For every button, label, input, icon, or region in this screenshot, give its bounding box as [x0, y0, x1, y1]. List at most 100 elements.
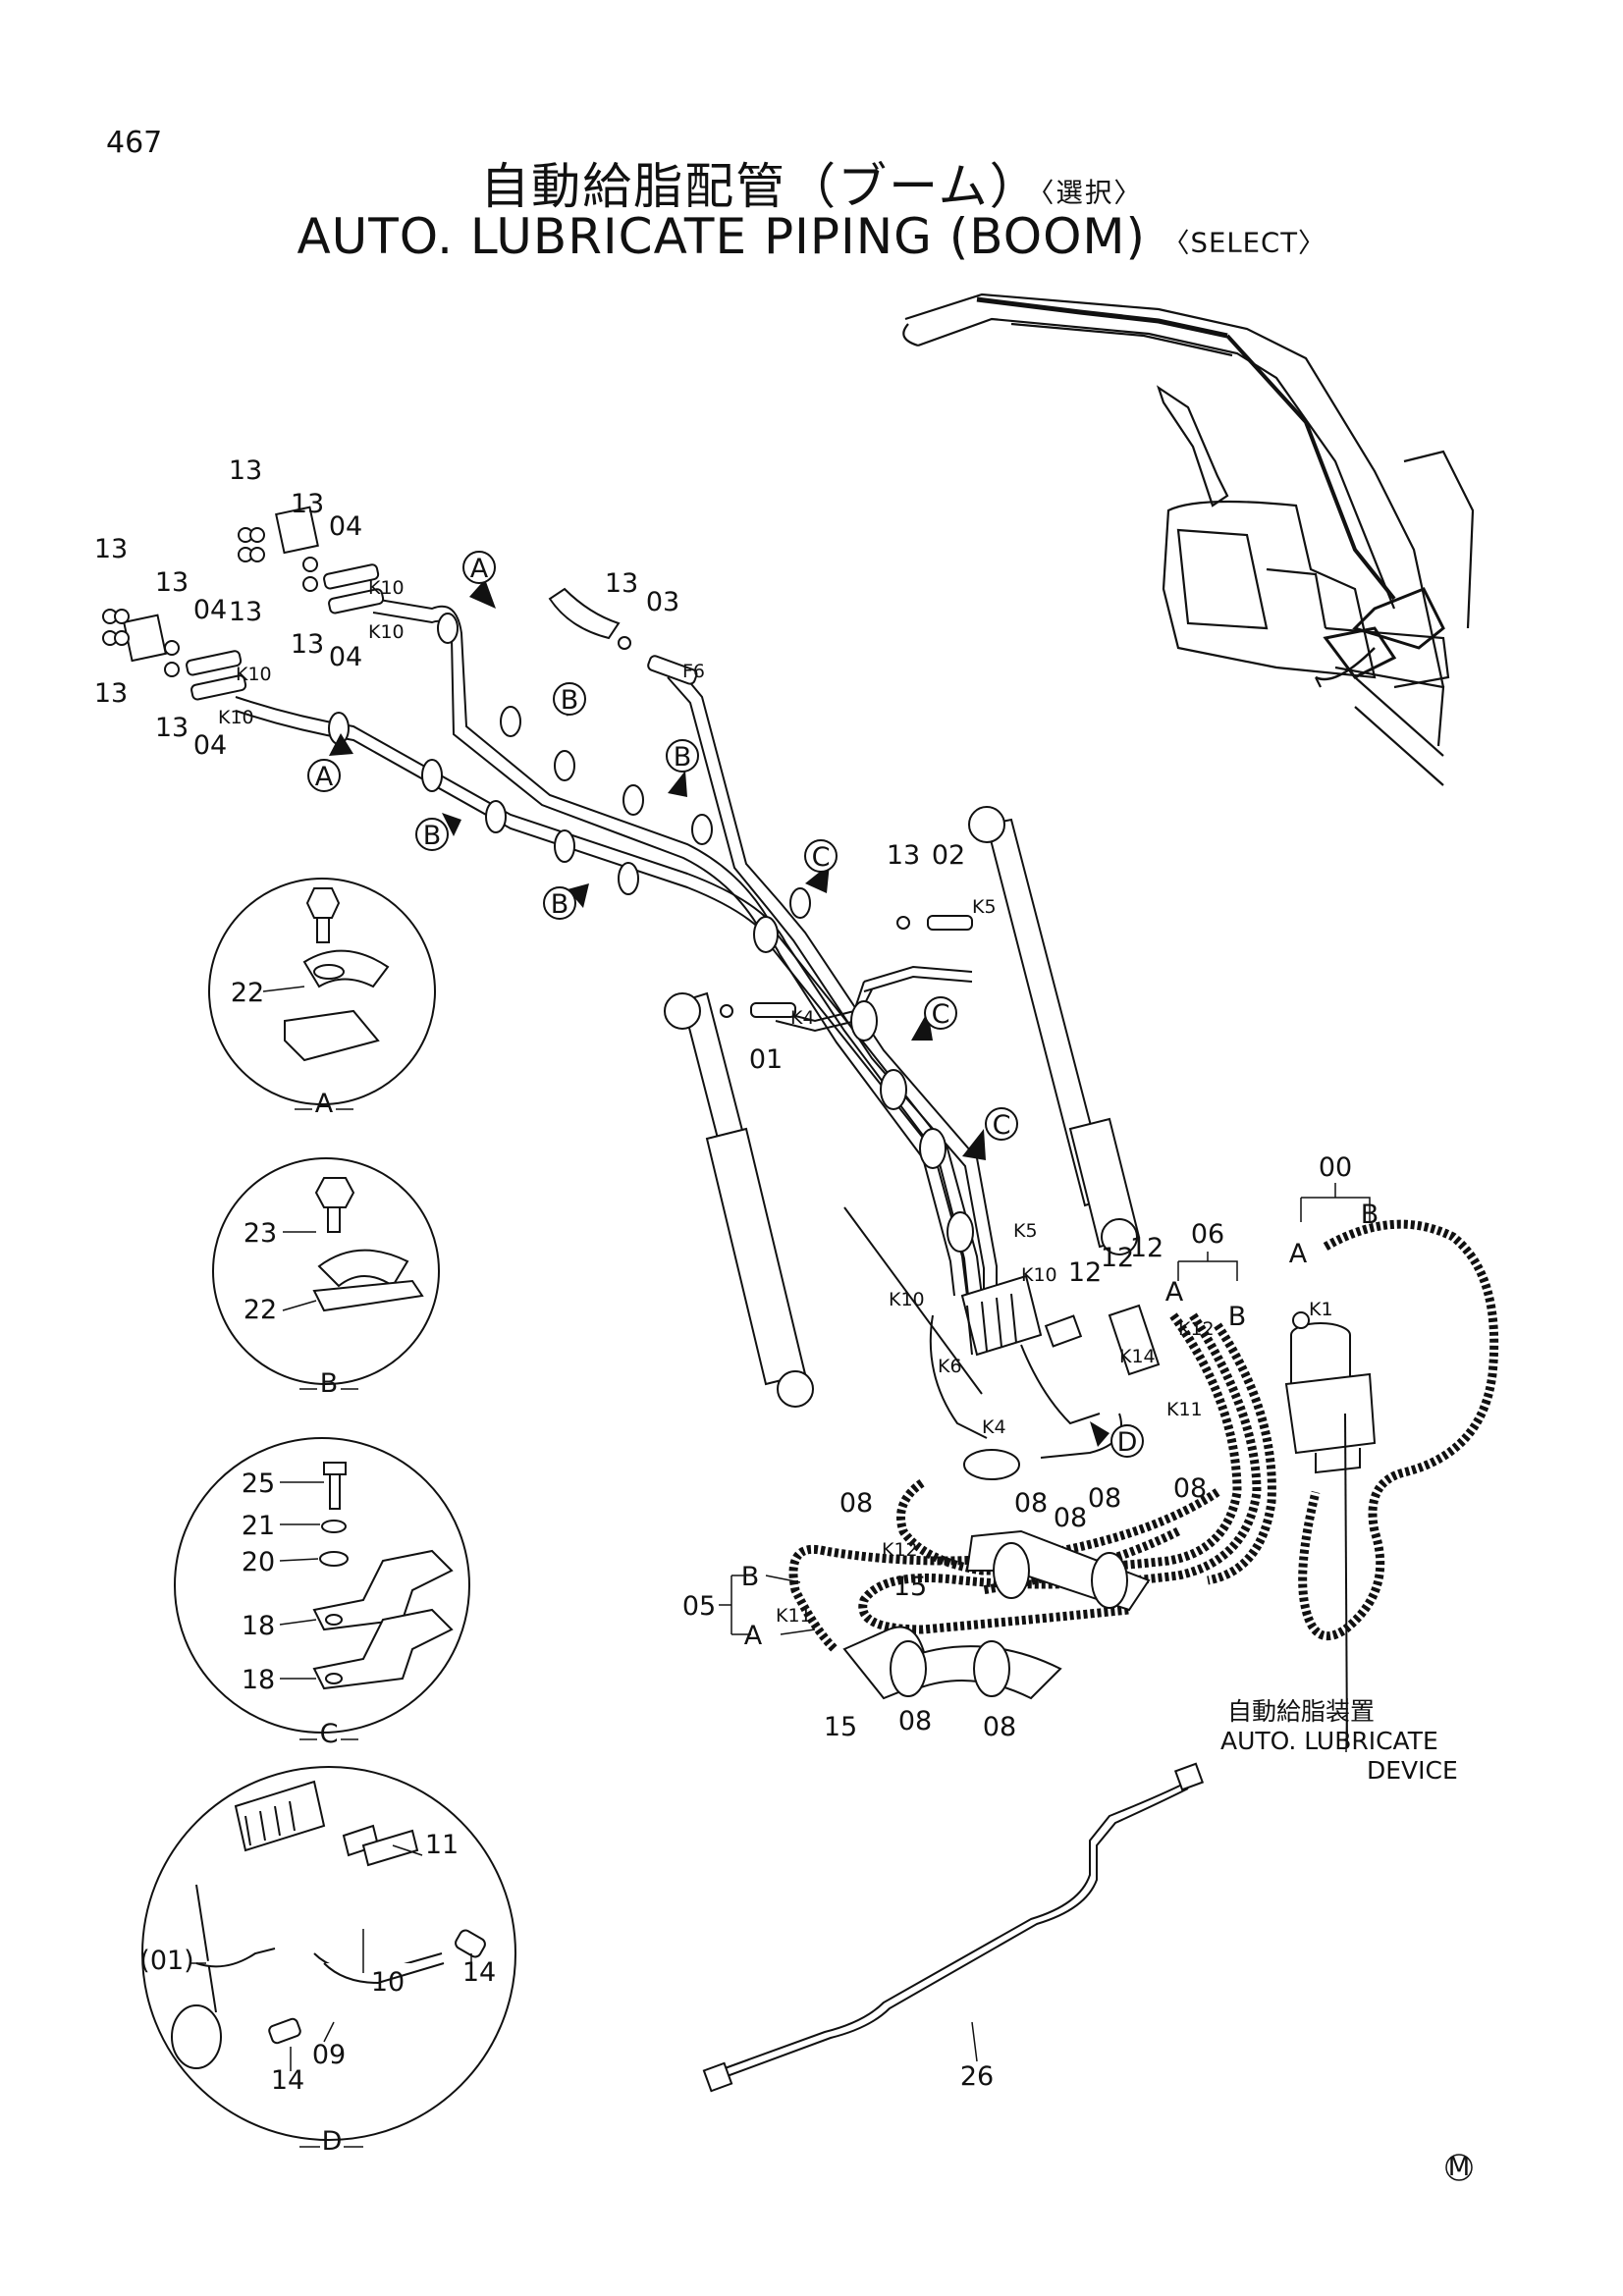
callout-letter-b-left: B	[423, 821, 442, 851]
part-label-08: 08	[1054, 1503, 1087, 1533]
part-label-10: 10	[371, 1967, 405, 1998]
bracket-letter-a: A	[1165, 1277, 1184, 1308]
part-label-08: 08	[1173, 1473, 1207, 1504]
part-label-22: 22	[231, 978, 264, 1008]
part-label-04: 04	[329, 642, 362, 672]
bracket-letters: A B A B B A	[741, 1200, 1380, 1651]
boom-cylinders	[664, 806, 1141, 1408]
part-label-26: 26	[960, 2061, 994, 2092]
part-label-02: 02	[932, 840, 965, 871]
part-label-05: 05	[682, 1591, 716, 1622]
connection-label-k12: K12	[1178, 1318, 1215, 1340]
connection-label-k4: K4	[790, 1007, 815, 1029]
connection-label-k10: K10	[889, 1289, 925, 1310]
part-label-13: 13	[605, 568, 638, 599]
detail-b-parts	[312, 1177, 424, 1312]
bracket-letter-a: A	[1289, 1239, 1308, 1269]
auto-lubricate-device	[1284, 1311, 1377, 1748]
part-label-15: 15	[893, 1572, 927, 1602]
part-label-14: 14	[462, 1957, 496, 1988]
part-label-14: 14	[271, 2065, 304, 2096]
part-label-04: 04	[193, 730, 227, 761]
coiled-hoses	[788, 1219, 1499, 1653]
part-label-13: 13	[887, 840, 920, 871]
lower-pipes	[842, 1529, 1151, 1700]
detail-circle-b	[212, 1157, 440, 1385]
part-label-13: 13	[94, 534, 128, 564]
part-label-18: 18	[242, 1665, 275, 1695]
part-label-08: 08	[1088, 1483, 1121, 1514]
part-label-01: 01	[749, 1044, 783, 1075]
part-label-04: 04	[193, 595, 227, 625]
bracket-letter-a: A	[744, 1621, 763, 1651]
bracket-letter-b: B	[741, 1562, 760, 1592]
connection-label-k11: K11	[1166, 1399, 1203, 1420]
part-number-labels: 13 13 13 13 13 13 13 13 13 13 04 04 04 0…	[94, 455, 1352, 2096]
callout-circles	[307, 551, 1144, 1458]
callout-letter-b-right: B	[674, 742, 692, 773]
distribution-block	[843, 1206, 1161, 1480]
callout-letter-a-top: A	[470, 554, 489, 584]
part-label-08: 08	[839, 1488, 873, 1519]
part-label-13: 13	[291, 489, 324, 519]
detail-circle-a	[208, 878, 436, 1105]
part-label-13: 13	[94, 678, 128, 709]
part-label-18: 18	[242, 1611, 275, 1641]
device-label-japanese: 自動給脂装置	[1227, 1697, 1375, 1726]
bundle-clamps	[328, 613, 974, 1253]
callout-letter-c-top: C	[812, 842, 831, 873]
bracket-letter-b: B	[1228, 1302, 1247, 1332]
part-label-20: 20	[242, 1547, 275, 1577]
part-label-03: 03	[646, 587, 679, 617]
connection-label-k14: K14	[1119, 1346, 1156, 1367]
title-english-main: AUTO. LUBRICATE PIPING (BOOM)	[297, 208, 1147, 265]
connection-label-f6: F6	[682, 661, 705, 682]
leader-lines	[191, 986, 1371, 2071]
detail-labels: A B C D	[295, 1089, 363, 2157]
connection-label-k5: K5	[972, 896, 997, 918]
connection-label-k10: K10	[1021, 1264, 1057, 1286]
title-japanese: 自動給脂配管（ブーム）〈選択〉	[0, 147, 1623, 218]
part-label-01-reference: (01)	[139, 1946, 193, 1976]
part-label-25: 25	[242, 1468, 275, 1499]
detail-circle-d	[141, 1766, 516, 2141]
part-label-23: 23	[243, 1218, 277, 1249]
maker-mark-letter: M	[1448, 2153, 1470, 2182]
detail-circle-c	[174, 1437, 470, 1734]
part-label-06: 06	[1191, 1219, 1224, 1250]
detail-c-parts	[312, 1462, 454, 1690]
detail-d-parts	[171, 1780, 486, 2069]
device-label-english-line2: DEVICE	[1367, 1756, 1458, 1785]
title-japanese-select: 〈選択〉	[1040, 177, 1143, 209]
callout-letter-c-lower: C	[993, 1110, 1011, 1141]
part-label-22: 22	[243, 1295, 277, 1325]
part-label-09: 09	[312, 2040, 346, 2070]
callout-letter-group: A A B B B B C C C D	[315, 554, 1138, 1458]
part-label-08: 08	[898, 1706, 932, 1736]
connection-label-k10: K10	[236, 664, 272, 685]
callout-letter-d: D	[1117, 1427, 1138, 1458]
part-label-12: 12	[1101, 1243, 1134, 1273]
connection-label-k10: K10	[218, 707, 254, 728]
part-label-13: 13	[229, 455, 262, 486]
title-japanese-main: 自動給脂配管（ブーム）	[480, 158, 1041, 215]
connection-label-k1: K1	[1309, 1299, 1333, 1320]
part-label-13: 13	[291, 629, 324, 660]
callout-letter-a-left: A	[315, 762, 334, 792]
connection-label-k12: K12	[882, 1539, 918, 1561]
part-label-11: 11	[425, 1830, 459, 1860]
detail-label-d: D	[322, 2126, 343, 2157]
title-english: AUTO. LUBRICATE PIPING (BOOM) 〈SELECT〉	[0, 208, 1623, 265]
bracket-letter-b: B	[1361, 1200, 1380, 1230]
detail-label-b: B	[320, 1368, 339, 1399]
maker-mark: M	[1445, 2153, 1473, 2182]
harness-wire	[702, 1762, 1205, 2093]
excavator-outline	[902, 293, 1475, 786]
connection-label-k10: K10	[368, 621, 405, 643]
callout-letter-c-middle: C	[932, 999, 950, 1030]
detail-label-c: C	[320, 1719, 339, 1749]
part-label-08: 08	[983, 1712, 1016, 1742]
connection-label-k6: K6	[938, 1356, 962, 1377]
